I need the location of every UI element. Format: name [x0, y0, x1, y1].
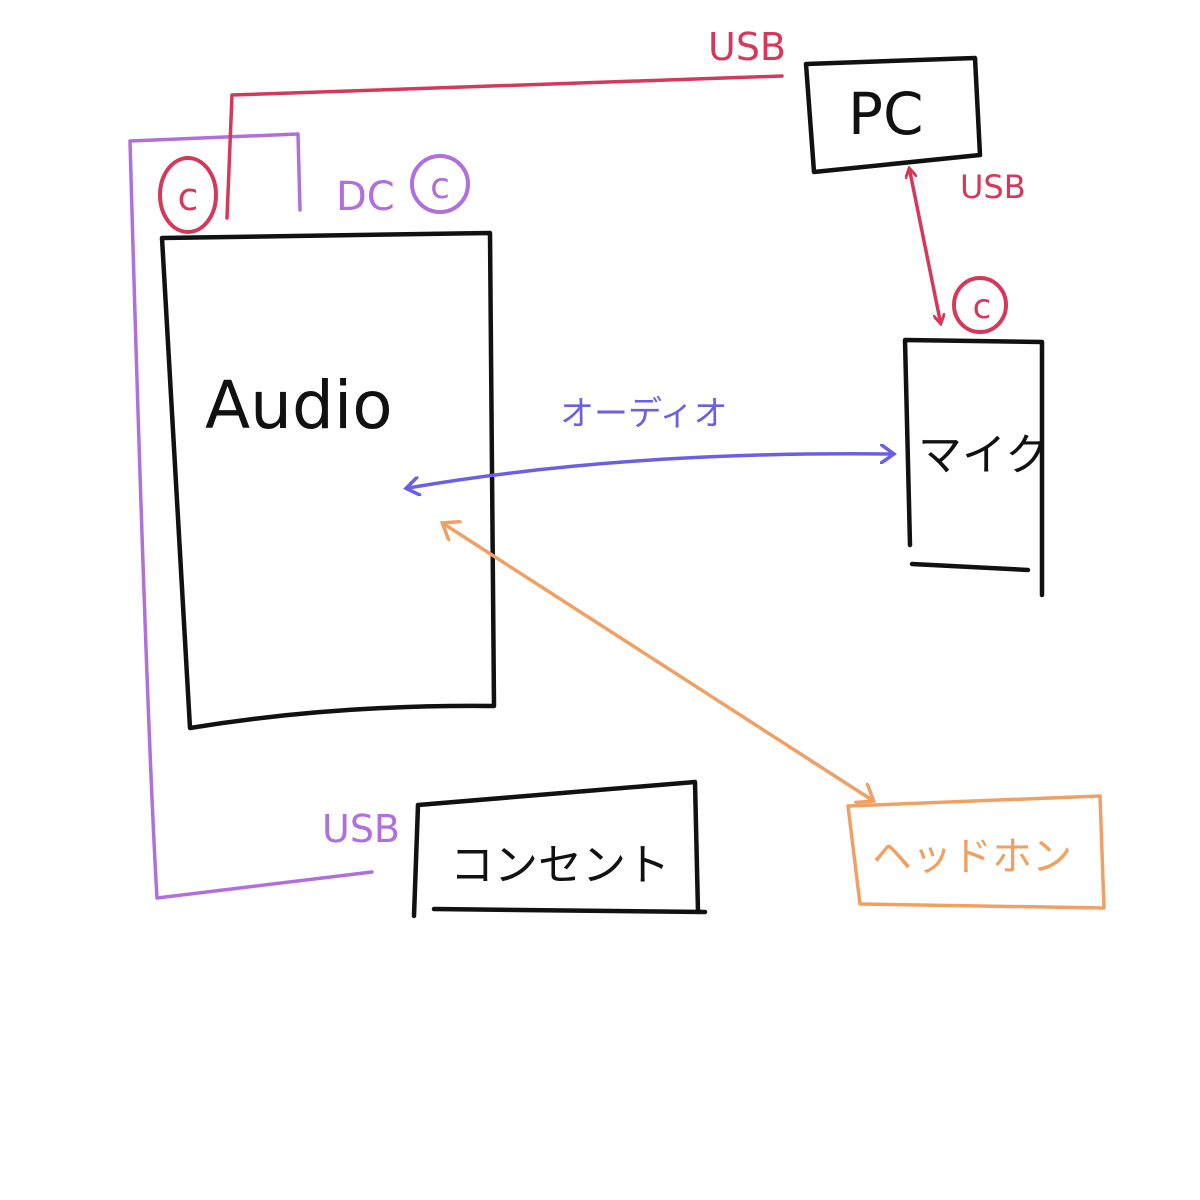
audio-usb-c-letter: c: [178, 175, 199, 219]
audio-dc-prefix: DC: [336, 174, 395, 220]
headphones-label: ヘッドホン: [872, 834, 1072, 880]
mic-box-bottom: [909, 561, 1031, 573]
mic-usb-c-letter: c: [973, 287, 992, 327]
pc-node: PC: [803, 55, 983, 175]
audio-label: Audio: [205, 367, 393, 444]
outlet-label: コンセント: [450, 840, 670, 891]
outlet-node: コンセント: [411, 779, 708, 919]
pc-audio-usb-wire: [225, 74, 784, 220]
mic-label: マイク: [918, 430, 1049, 481]
headphones-box: [846, 794, 1106, 910]
pc-mic-usb-label: USB: [960, 168, 1026, 206]
audio-dc-ring: [410, 154, 470, 214]
mic-usb-c-connector: c: [952, 276, 1008, 334]
dc-power-wire: [128, 132, 374, 900]
pc-mic-usb-wire: [910, 172, 940, 320]
audio-mic-link: [408, 454, 892, 488]
outlet-box-bottom: [431, 906, 708, 915]
outlet-box: [411, 779, 701, 919]
pc-box: [803, 55, 983, 175]
audio-dc-connector: DC c: [336, 154, 470, 220]
headphones-node: ヘッドホン: [846, 794, 1106, 910]
pc-audio-usb-label: USB: [708, 25, 786, 69]
mic-usb-c-ring: [952, 276, 1008, 334]
audio-usb-c-ring: [158, 156, 218, 234]
mic-box: [902, 337, 1045, 598]
pc-label: PC: [848, 80, 923, 148]
audio-dc-letter: c: [430, 166, 450, 207]
audio-link-label: オーディオ: [560, 394, 728, 434]
outlet-usb-label: USB: [322, 807, 400, 851]
audio-usb-c-connector: c: [158, 156, 218, 234]
audio-headphone-link: [444, 524, 872, 800]
mic-node: マイク: [902, 337, 1049, 598]
